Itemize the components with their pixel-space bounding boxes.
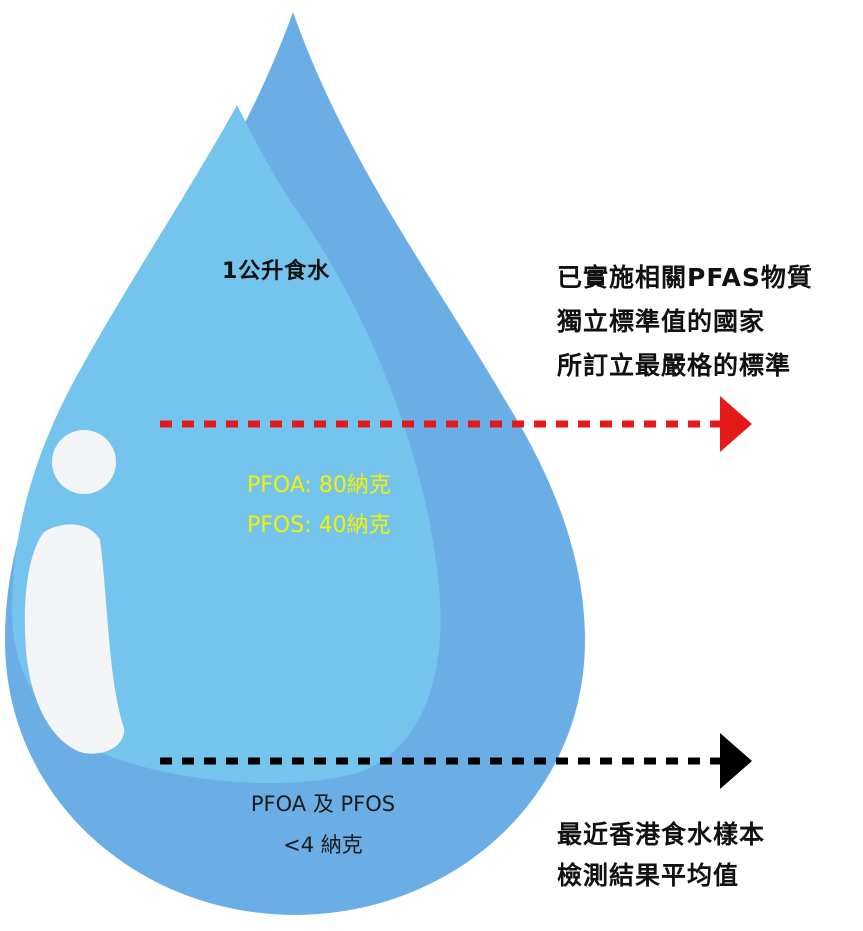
sample-note-line-2: 檢測結果平均值 bbox=[557, 861, 740, 890]
pfos-standard-value: PFOS: 40納克 bbox=[247, 513, 391, 538]
pfoa-standard-value: PFOA: 80納克 bbox=[247, 473, 391, 498]
drop-title: 1公升食水 bbox=[222, 259, 331, 284]
sample-value: <4 納克 bbox=[283, 833, 363, 857]
standard-arrow bbox=[160, 396, 752, 452]
standard-note-line-1: 已實施相關PFAS物質 bbox=[557, 263, 813, 292]
sample-substances: PFOA 及 PFOS bbox=[250, 792, 396, 816]
sample-arrow bbox=[160, 733, 752, 789]
sample-note-line-1: 最近香港食水樣本 bbox=[557, 820, 766, 849]
water-drop-inner-light bbox=[12, 105, 441, 784]
standard-note-line-3: 所訂立最嚴格的標準 bbox=[557, 351, 792, 380]
standard-note-line-2: 獨立標準值的國家 bbox=[557, 307, 766, 336]
info-icon bbox=[24, 430, 125, 754]
